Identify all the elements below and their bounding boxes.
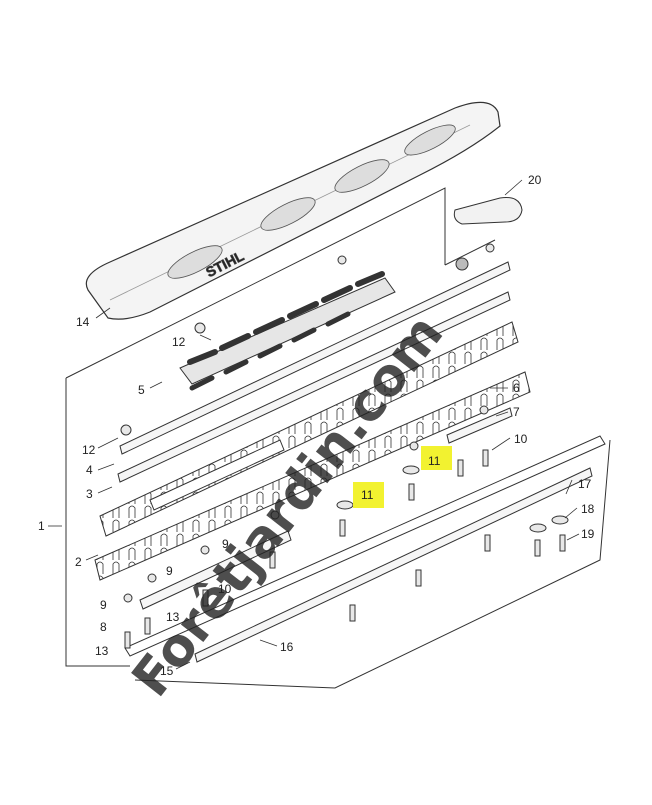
label-7: 7 <box>513 405 520 419</box>
label-1: 1 <box>38 519 45 533</box>
leader-lines <box>48 179 580 670</box>
label-18: 18 <box>581 502 595 516</box>
label-13-a: 13 <box>166 610 180 624</box>
label-10-b: 10 <box>218 582 232 596</box>
label-14: 14 <box>76 315 90 329</box>
label-17: 17 <box>578 477 592 491</box>
upper-rails <box>117 261 513 483</box>
label-19: 19 <box>581 527 595 541</box>
part-labels: 1 2 3 4 5 6 7 8 9 9 9 10 10 11 11 12 12 … <box>38 173 595 678</box>
clip-part <box>453 197 523 271</box>
label-15: 15 <box>160 664 174 678</box>
fasteners <box>120 243 569 649</box>
label-9-c: 9 <box>100 598 107 612</box>
label-4: 4 <box>86 463 93 477</box>
label-12-b: 12 <box>82 443 96 457</box>
label-12-a: 12 <box>172 335 186 349</box>
label-9-a: 9 <box>222 537 229 551</box>
label-16: 16 <box>280 640 294 654</box>
label-3: 3 <box>86 487 93 501</box>
label-11-a: 11 <box>428 454 441 468</box>
assembly-bracket <box>65 187 496 667</box>
label-5: 5 <box>138 383 145 397</box>
label-8: 8 <box>100 620 107 634</box>
highlight-box-11-b <box>353 482 384 508</box>
blade-cover: STIHL <box>85 101 501 320</box>
label-20: 20 <box>528 173 542 187</box>
gear-carrier <box>179 271 396 391</box>
label-2: 2 <box>75 555 82 569</box>
label-6: 6 <box>513 381 520 395</box>
label-13-b: 13 <box>95 644 109 658</box>
highlight-box-11-a <box>421 446 452 470</box>
label-10-a: 10 <box>514 432 528 446</box>
cutting-blades <box>94 321 531 581</box>
lower-plates <box>124 435 611 689</box>
label-11-b: 11 <box>361 488 374 502</box>
label-9-b: 9 <box>166 564 173 578</box>
